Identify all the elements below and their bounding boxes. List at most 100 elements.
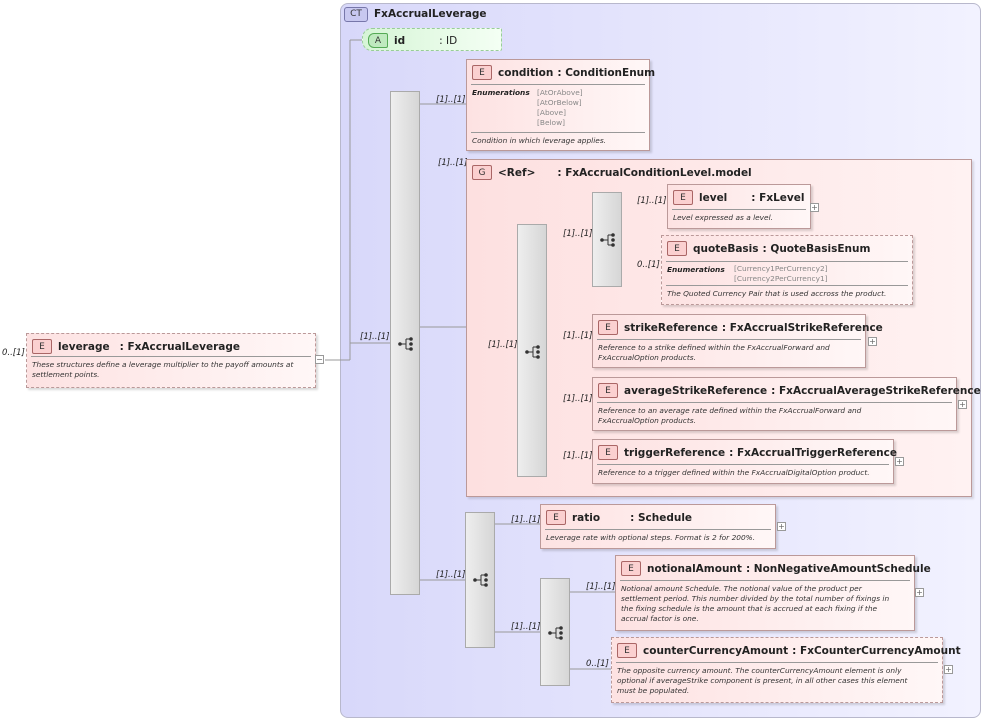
complex-type-icon: CT [344, 6, 368, 22]
divider [545, 529, 771, 530]
enum-value: [AtOrBelow] [537, 98, 582, 107]
element-description: Notional amount Schedule. The notional v… [621, 584, 889, 624]
element-description: The opposite currency amount. The counte… [617, 666, 907, 696]
element-name: counterCurrencyAmount [643, 644, 789, 657]
triggerref-cardinality: [1]..[1] [563, 451, 593, 461]
element-name: strikeReference [624, 321, 718, 334]
element-description: Level expressed as a level. [673, 213, 774, 222]
level-sequence-compositor[interactable] [592, 192, 622, 287]
group-name: : FxAccrualConditionLevel.model [557, 166, 752, 179]
element-type: : FxAccrualTriggerReference [729, 446, 898, 459]
ratio-element[interactable]: E ratio : Schedule Leverage rate with op… [540, 504, 776, 549]
element-description: Leverage rate with optional steps. Forma… [546, 533, 756, 542]
countercurrencyamount-element[interactable]: E counterCurrencyAmount : FxCounterCurre… [611, 637, 961, 703]
divider [471, 84, 645, 85]
element-type: : QuoteBasisEnum [762, 242, 871, 255]
complex-type-header: CT FxAccrualLeverage [344, 6, 487, 22]
strikereference-element[interactable]: E strikeReference : FxAccrualStrikeRefer… [592, 314, 883, 368]
expand-toggle[interactable]: + [868, 337, 877, 346]
divider [666, 261, 908, 262]
element-description: Reference to a trigger defined within th… [598, 468, 870, 477]
element-name: triggerReference [624, 446, 726, 459]
enum-value: [Currency2PerCurrency1] [734, 274, 828, 283]
element-name: notionalAmount [647, 562, 742, 575]
expand-toggle[interactable]: + [810, 203, 819, 212]
element-icon: E [32, 339, 52, 354]
enumerations-label: Enumerations [667, 265, 725, 274]
divider [616, 662, 938, 663]
description-line: must be populated. [617, 686, 690, 695]
condition-element[interactable]: E condition : ConditionEnum Enumerations… [466, 59, 655, 151]
inner-seq-cardinality: [1]..[1] [563, 229, 593, 239]
collapse-toggle[interactable]: − [315, 355, 324, 364]
element-description: Condition in which leverage applies. [472, 136, 607, 145]
expand-toggle[interactable]: + [958, 400, 967, 409]
description-line: FxAccrualOption products. [598, 353, 696, 362]
main-seq-cardinality: [1]..[1] [360, 332, 390, 342]
attribute-id[interactable]: A id : ID [362, 28, 502, 51]
expand-toggle[interactable]: + [944, 665, 953, 674]
notionalamount-element[interactable]: E notionalAmount : NonNegativeAmountSche… [615, 555, 931, 631]
quotebasis-cardinality: 0..[1] [637, 260, 660, 270]
sequence-icon [525, 345, 540, 359]
enum-value: [Below] [537, 118, 566, 127]
leverage-element[interactable]: E leverage : FxAccrualLeverage These str… [26, 333, 316, 388]
group-icon: G [472, 165, 492, 180]
element-type: : FxCounterCurrencyAmount [792, 644, 961, 657]
complex-type-name: FxAccrualLeverage [374, 8, 487, 20]
level-element[interactable]: E level : FxLevel Level expressed as a l… [667, 184, 811, 229]
element-icon: E [598, 383, 618, 398]
description-line: The opposite currency amount. The counte… [617, 666, 902, 675]
strikeref-cardinality: [1]..[1] [563, 331, 593, 341]
sequence-icon [600, 233, 615, 247]
group-sequence-compositor[interactable] [517, 224, 547, 477]
amount-sequence-compositor[interactable] [540, 578, 570, 686]
description-line: Reference to an average rate defined wit… [598, 406, 862, 415]
sequence-icon [548, 626, 563, 640]
averagestrikereference-element[interactable]: E averageStrikeReference : FxAccrualAver… [592, 377, 981, 431]
element-name: ratio [572, 511, 601, 524]
element-description: Reference to a strike defined within the… [598, 343, 830, 363]
quotebasis-element[interactable]: E quoteBasis : QuoteBasisEnum Enumeratio… [661, 235, 913, 305]
enum-value: [Currency1PerCurrency2] [734, 264, 828, 273]
attribute-icon: A [368, 33, 388, 48]
divider [597, 402, 952, 403]
divider [597, 339, 861, 340]
attribute-name: id [394, 34, 406, 47]
main-sequence-compositor[interactable] [390, 91, 420, 595]
description-line: settlement period. This number divided b… [621, 594, 890, 603]
divider [666, 285, 908, 286]
description-line: accrual factor is one. [621, 614, 699, 623]
lower-choice-cardinality: [1]..[1] [511, 622, 541, 632]
description-line: the fixing schedule is the amount that i… [621, 604, 878, 613]
element-name: quoteBasis [693, 242, 759, 255]
notional-cardinality: [1]..[1] [586, 582, 616, 592]
lower-sequence-compositor[interactable] [465, 512, 495, 648]
enum-value: [AtOrAbove] [537, 88, 583, 97]
leverage-cardinality: 0..[1] [2, 348, 25, 358]
divider [597, 464, 889, 465]
element-type: : Schedule [630, 511, 693, 524]
description-line: Reference to a strike defined within the… [598, 343, 830, 352]
enumerations-label: Enumerations [472, 88, 530, 97]
element-description: Reference to an average rate defined wit… [598, 406, 861, 426]
enumeration-list: [Currency1PerCurrency2] [Currency2PerCur… [734, 264, 828, 284]
triggerreference-element[interactable]: E triggerReference : FxAccrualTriggerRef… [592, 439, 898, 484]
expand-toggle[interactable]: + [915, 588, 924, 597]
enum-value: [Above] [537, 108, 566, 117]
enumeration-list: [AtOrAbove] [AtOrBelow] [Above] [Below] [537, 88, 583, 128]
element-description: The Quoted Currency Pair that is used ac… [667, 289, 887, 298]
element-icon: E [472, 65, 492, 80]
element-icon: E [667, 241, 687, 256]
element-description: These structures define a leverage multi… [32, 360, 294, 379]
expand-toggle[interactable]: + [895, 457, 904, 466]
expand-toggle[interactable]: + [777, 522, 786, 531]
ratio-cardinality: [1]..[1] [511, 515, 541, 525]
element-type: : FxLevel [751, 191, 805, 204]
group-ref-label: <Ref> [498, 166, 536, 179]
element-type: : FxAccrualAverageStrikeReference [771, 384, 981, 397]
element-icon: E [621, 561, 641, 576]
element-type: : ConditionEnum [557, 66, 656, 79]
sequence-icon [473, 573, 488, 587]
divider [620, 580, 910, 581]
